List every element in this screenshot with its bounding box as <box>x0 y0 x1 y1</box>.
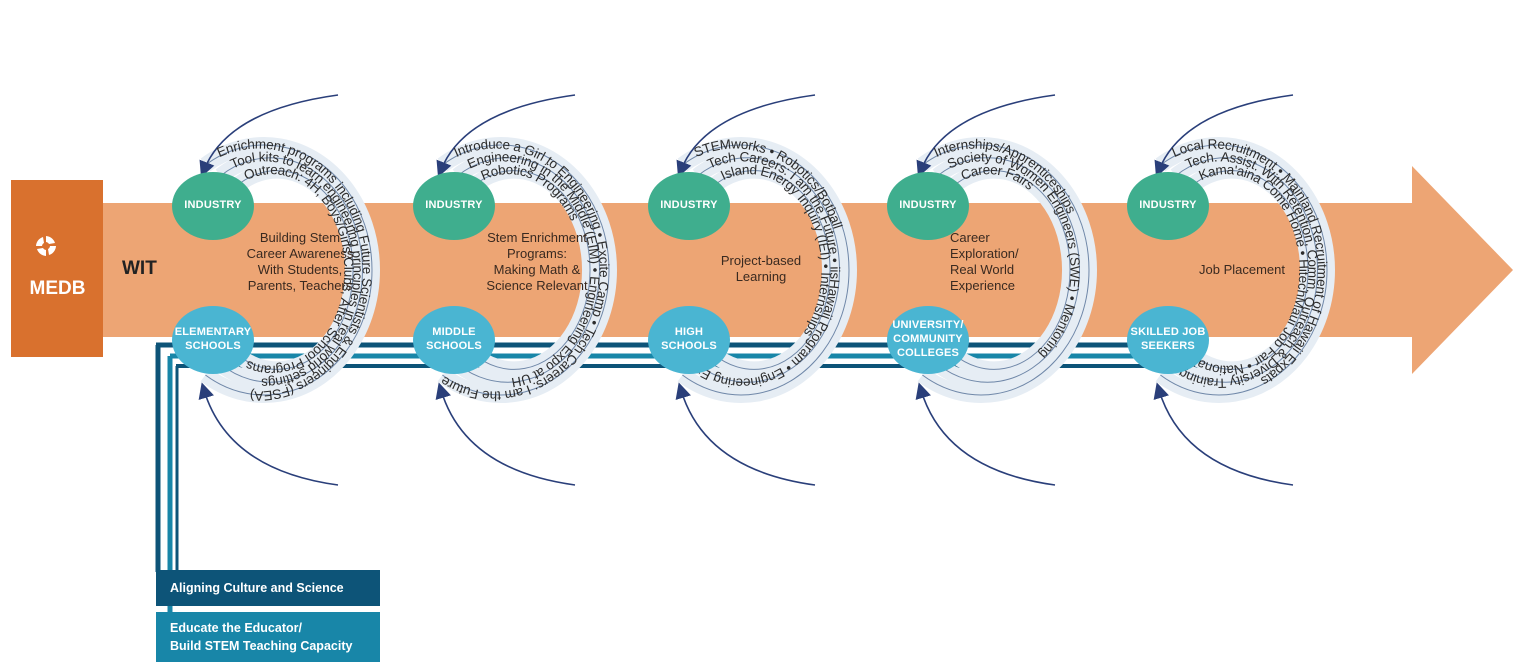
arc-edge <box>697 157 840 383</box>
school-node-skilled: SKILLED JOB SEEKERS <box>1127 306 1209 374</box>
stage-description-5: Job Placement <box>1199 262 1285 277</box>
stage-description-2: Stem Enrichment Programs: Making Math & … <box>486 230 588 293</box>
medb-logo-box <box>11 180 103 357</box>
arc-edge <box>682 144 850 396</box>
industry-node-5: INDUSTRY <box>1127 172 1209 240</box>
arc-edge <box>1190 170 1309 370</box>
arc-edge <box>937 157 1080 383</box>
school-node-middle: MIDDLE SCHOOLS <box>413 306 495 374</box>
industry-node-4: INDUSTRY <box>887 172 969 240</box>
arc-arrow-up <box>675 382 816 486</box>
arc-edge <box>205 144 373 396</box>
arc-edge <box>1160 144 1328 396</box>
arc-arrow-down <box>916 94 1056 178</box>
educate-educator-box: Educate the Educator/ Build STEM Teachin… <box>156 612 380 662</box>
arc-edge <box>472 170 591 370</box>
arc-arrow-up <box>1153 382 1294 486</box>
school-node-elementary: ELEMENTARY SCHOOLS <box>172 306 254 374</box>
arc-edge <box>952 170 1071 370</box>
arc-edge <box>235 170 354 370</box>
arc-arrow-down <box>676 94 816 178</box>
industry-node-1: INDUSTRY <box>172 172 254 240</box>
industry-node-3: INDUSTRY <box>648 172 730 240</box>
stage-description-1: Building Stem Career Awareness With Stud… <box>246 230 354 293</box>
industry-node-2: INDUSTRY <box>413 172 495 240</box>
school-node-high: HIGH SCHOOLS <box>648 306 730 374</box>
arc-arrow-down <box>436 94 576 178</box>
aligning-culture-box: Aligning Culture and Science <box>156 570 380 606</box>
stage-description-4: Career Exploration/ Real World Experienc… <box>950 230 1019 293</box>
arc-arrow-down <box>1154 94 1294 178</box>
wit-label: WIT <box>122 258 157 279</box>
arc-edge <box>442 144 610 396</box>
arc-edge <box>712 170 831 370</box>
arc-edge <box>457 157 600 383</box>
arc-edge <box>922 144 1090 396</box>
arc-arrow-down <box>199 94 339 178</box>
arc-arrow-up <box>435 382 576 486</box>
arc-edge <box>1175 157 1318 383</box>
medb-logo-text: MEDB <box>29 278 86 299</box>
stage-description-3: Project-based Learning <box>720 253 802 284</box>
medb-swirl-icon <box>36 236 56 256</box>
school-node-university: UNIVERSITY/ COMMUNITY COLLEGES <box>887 306 969 374</box>
arc-arrow-up <box>915 382 1056 486</box>
arc-arrow-up <box>198 382 339 486</box>
arc-edge <box>220 157 363 383</box>
